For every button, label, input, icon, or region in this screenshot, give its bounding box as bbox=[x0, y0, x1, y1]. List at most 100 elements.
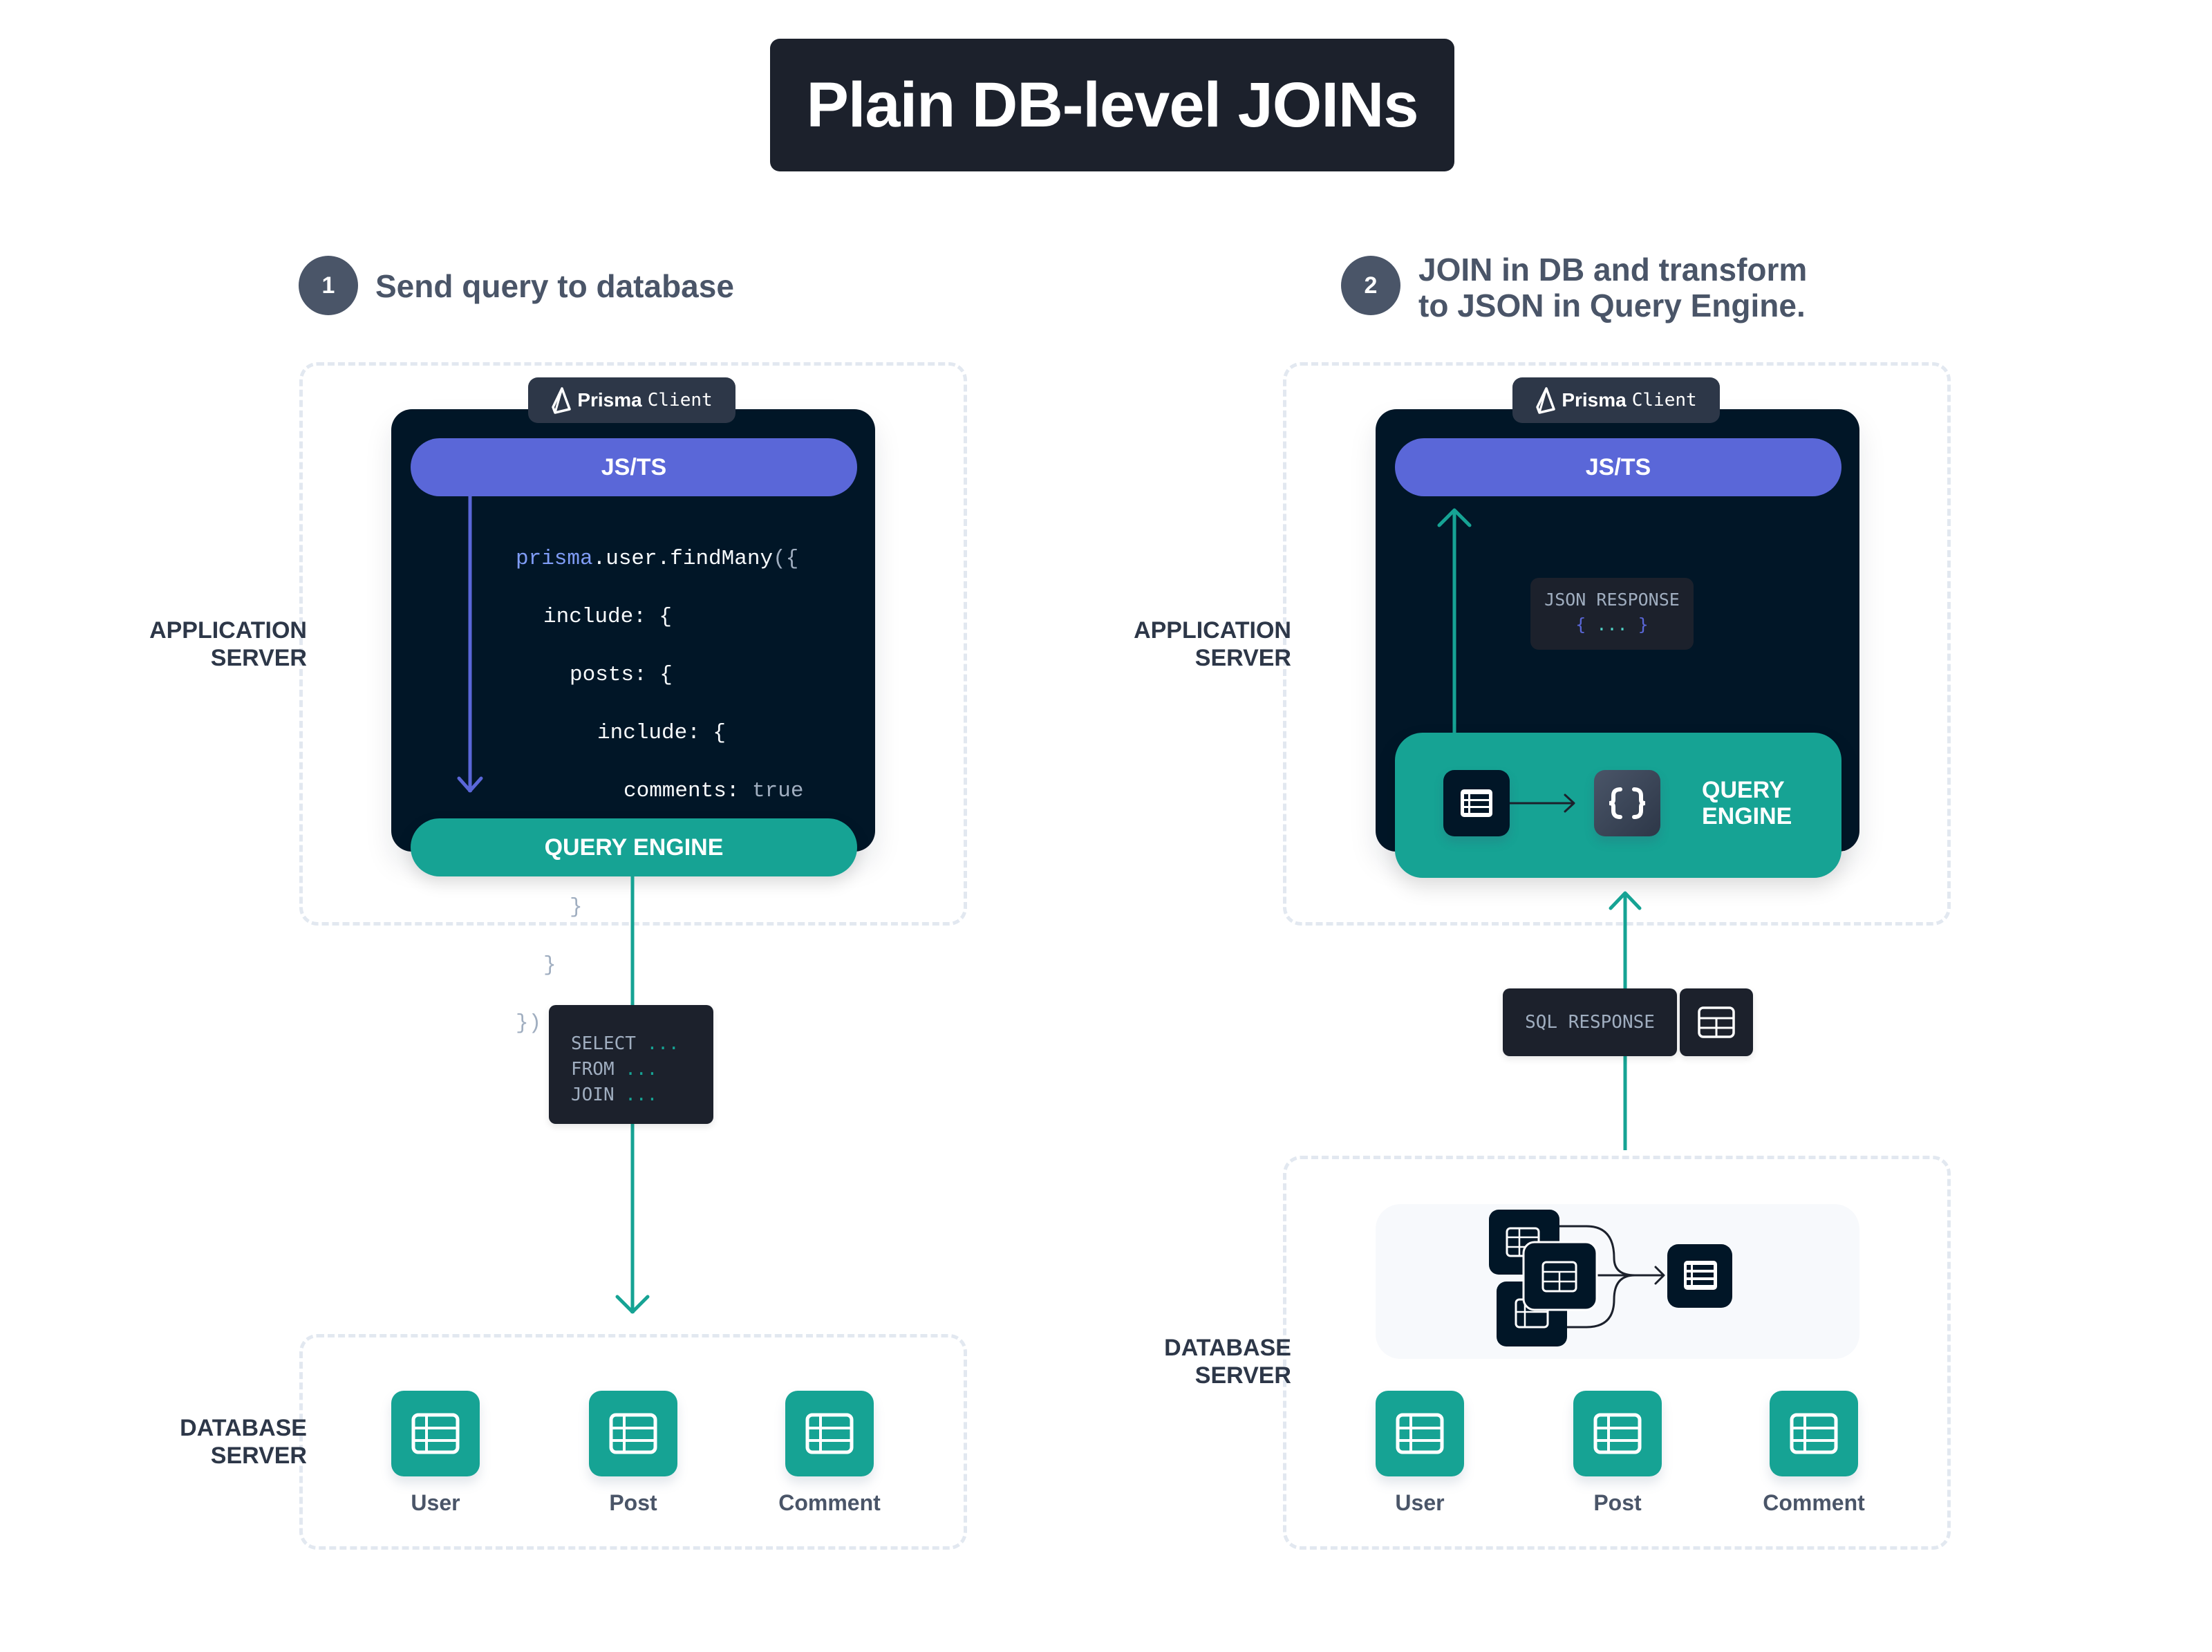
badge-product: Client bbox=[647, 390, 713, 411]
sql-ellipsis: ... bbox=[646, 1033, 679, 1054]
code-line: posts: { bbox=[570, 663, 673, 687]
code-line: include: { bbox=[543, 605, 673, 629]
label-line: APPLICATION bbox=[149, 617, 307, 644]
title-banner: Plain DB-level JOINs bbox=[770, 39, 1454, 171]
table-label: Post bbox=[609, 1490, 657, 1515]
code-token: prisma bbox=[516, 547, 593, 571]
table-tile-front bbox=[1522, 1241, 1598, 1311]
sql-query-box: SELECT ... FROM ... JOIN ... bbox=[549, 1005, 713, 1124]
table-tile-comment-left bbox=[785, 1391, 874, 1476]
js-ts-pill-right: JS/TS bbox=[1395, 438, 1841, 496]
step-2-title-line2: to JSON in Query Engine. bbox=[1418, 288, 1806, 323]
sql-line: FROM ... bbox=[571, 1057, 713, 1082]
db-server-container-right bbox=[1283, 1156, 1951, 1550]
badge-product: Client bbox=[1631, 390, 1697, 411]
join-area bbox=[1376, 1204, 1859, 1359]
code-line: comments: true bbox=[516, 777, 803, 806]
table-label: User bbox=[1395, 1490, 1445, 1515]
table-tile-user-left bbox=[391, 1391, 480, 1476]
sql-line: JOIN ... bbox=[571, 1082, 713, 1108]
code-token: .user.findMany bbox=[592, 547, 774, 571]
code-line: } bbox=[543, 953, 556, 977]
label-line: ENGINE bbox=[1702, 803, 1792, 829]
prisma-logo-icon bbox=[552, 387, 572, 414]
table-icon bbox=[805, 1413, 854, 1454]
js-ts-label: JS/TS bbox=[1585, 453, 1651, 480]
join-curves bbox=[1555, 1225, 1665, 1329]
json-response-body: { ... } bbox=[1530, 612, 1694, 637]
sql-keyword: SELECT bbox=[571, 1033, 636, 1054]
prisma-client-badge-left: Prisma Client bbox=[528, 377, 735, 423]
table-icon bbox=[609, 1413, 657, 1454]
db-server-label-left: DATABASE SERVER bbox=[124, 1414, 307, 1470]
sql-response-box: SQL RESPONSE bbox=[1503, 988, 1677, 1056]
code-line: }) bbox=[516, 1011, 542, 1035]
label-line: DATABASE bbox=[1164, 1335, 1291, 1361]
code-token: ({ bbox=[773, 547, 799, 571]
code-line: include: { bbox=[597, 721, 727, 745]
sql-ellipsis: ... bbox=[625, 1059, 658, 1080]
step-2-number: 2 bbox=[1364, 272, 1378, 299]
transform-arrow-icon bbox=[1510, 794, 1575, 813]
label-line: SERVER bbox=[210, 645, 307, 671]
sql-keyword: FROM bbox=[571, 1059, 615, 1080]
db-server-container-left bbox=[299, 1334, 967, 1550]
step-1-badge: 1 bbox=[299, 256, 358, 315]
app-server-label-right: APPLICATION SERVER bbox=[1109, 617, 1291, 672]
sql-keyword: JOIN bbox=[571, 1085, 615, 1105]
table-icon bbox=[411, 1413, 460, 1454]
label-line: APPLICATION bbox=[1134, 617, 1291, 644]
code-token: true bbox=[752, 779, 804, 803]
label-line: DATABASE bbox=[180, 1415, 307, 1441]
table-label: User bbox=[411, 1490, 460, 1515]
json-response-box: JSON RESPONSE { ... } bbox=[1530, 578, 1694, 650]
joined-result-tile bbox=[1667, 1244, 1732, 1308]
sql-line: SELECT ... bbox=[571, 1031, 713, 1057]
table-label: Comment bbox=[1763, 1490, 1865, 1515]
label-line: SERVER bbox=[1194, 1362, 1291, 1389]
step-2-title: JOIN in DB and transform to JSON in Quer… bbox=[1418, 252, 1807, 323]
sql-response-label: SQL RESPONSE bbox=[1525, 1011, 1655, 1033]
query-engine-label-right: QUERY ENGINE bbox=[1702, 777, 1792, 829]
table-tile-comment-right bbox=[1770, 1391, 1858, 1476]
step-1-title: Send query to database bbox=[375, 268, 734, 304]
table-tile-post-right bbox=[1573, 1391, 1662, 1476]
json-ellipsis: ... bbox=[1596, 614, 1628, 635]
table-icon bbox=[1593, 1413, 1642, 1454]
label-line: SERVER bbox=[1194, 645, 1291, 671]
code-line: } bbox=[570, 895, 583, 919]
table-tile-post-left bbox=[589, 1391, 677, 1476]
page-title: Plain DB-level JOINs bbox=[806, 69, 1419, 140]
step-2-title-line1: JOIN in DB and transform bbox=[1418, 252, 1808, 288]
json-brace-open: { bbox=[1575, 614, 1586, 635]
response-arrow-up-icon bbox=[1437, 508, 1472, 740]
down-arrow-icon bbox=[457, 495, 483, 793]
code-snippet: prisma.user.findMany({ include: { posts:… bbox=[516, 516, 803, 1067]
app-server-label-left: APPLICATION SERVER bbox=[124, 617, 307, 672]
db-server-label-right: DATABASE SERVER bbox=[1109, 1334, 1291, 1389]
app-server-container-right bbox=[1283, 362, 1951, 926]
prisma-client-badge-right: Prisma Client bbox=[1512, 377, 1720, 423]
query-engine-pill-left: QUERY ENGINE bbox=[411, 818, 857, 876]
table-icon bbox=[1396, 1413, 1444, 1454]
table-icon bbox=[1790, 1413, 1838, 1454]
label-line: SERVER bbox=[210, 1443, 307, 1469]
label-line: QUERY bbox=[1702, 777, 1785, 803]
sql-response-icon-tile bbox=[1680, 988, 1753, 1056]
js-ts-pill-left: JS/TS bbox=[411, 438, 857, 496]
prisma-logo-icon bbox=[1536, 387, 1556, 414]
sql-ellipsis: ... bbox=[625, 1085, 658, 1105]
table-label: Post bbox=[1593, 1490, 1642, 1515]
json-brace-close: } bbox=[1638, 614, 1649, 635]
code-line: prisma.user.findMany({ bbox=[516, 545, 803, 574]
table-label: Comment bbox=[778, 1490, 881, 1515]
json-tile bbox=[1594, 770, 1660, 836]
query-engine-label: QUERY ENGINE bbox=[544, 834, 724, 861]
list-table-icon bbox=[1461, 789, 1492, 817]
join-flow-diagram bbox=[1489, 1210, 1732, 1346]
table-tile-user-right bbox=[1376, 1391, 1464, 1476]
rows-tile bbox=[1443, 770, 1510, 836]
step-1-number: 1 bbox=[321, 272, 335, 299]
curly-braces-icon bbox=[1609, 787, 1646, 819]
js-ts-label: JS/TS bbox=[601, 453, 667, 480]
